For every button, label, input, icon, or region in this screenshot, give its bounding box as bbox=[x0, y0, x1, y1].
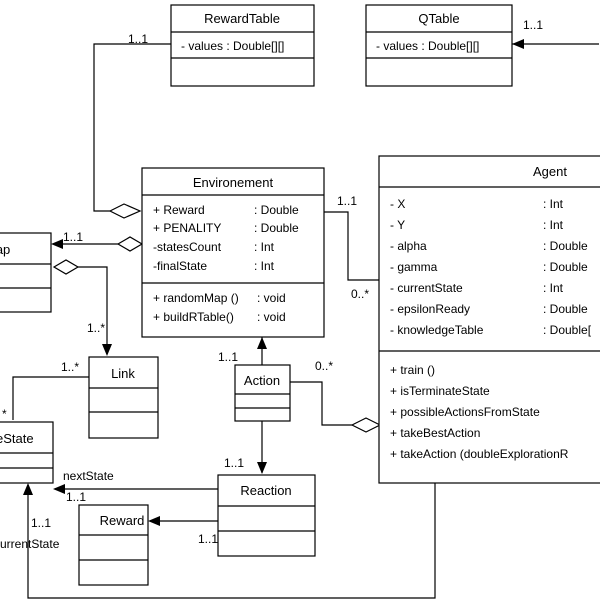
env-method-name: + buildRTable() bbox=[153, 310, 234, 324]
map-name: Map bbox=[0, 242, 10, 257]
action-name: Action bbox=[244, 373, 280, 388]
role-label: urrentState bbox=[0, 537, 60, 551]
agent-attr-type: : Int bbox=[543, 281, 564, 295]
agent-method: + isTerminateState bbox=[390, 384, 490, 398]
env-map-aggregation-diamond bbox=[116, 236, 144, 252]
environement-class: Environement + Reward : Double + PENALIT… bbox=[141, 167, 325, 338]
q-table-class: QTable - values : Double[][] bbox=[365, 4, 513, 87]
multiplicity-label: 0..* bbox=[351, 287, 369, 301]
role-label: nextState bbox=[63, 469, 114, 483]
agent-attr-type: : Double bbox=[543, 302, 588, 316]
map-class: Map bbox=[0, 232, 52, 313]
env-method-name: + randomMap () bbox=[153, 291, 239, 305]
agent-attr-type: : Int bbox=[543, 218, 564, 232]
multiplicity-label: 1..1 bbox=[523, 18, 543, 32]
reaction-name: Reaction bbox=[240, 483, 291, 498]
q-table-name: QTable bbox=[418, 11, 459, 26]
reaction-state-arrowhead bbox=[53, 484, 65, 494]
agent-attr-type: : Double bbox=[543, 260, 588, 274]
env-method-type: : void bbox=[257, 291, 286, 305]
state-class: eState bbox=[0, 421, 54, 484]
multiplicity-label: 1..* bbox=[61, 360, 79, 374]
reaction-reward-arrowhead bbox=[148, 516, 160, 526]
reward-table-name: RewardTable bbox=[204, 11, 280, 26]
agent-method: + train () bbox=[390, 363, 435, 377]
env-attr-name: -finalState bbox=[153, 259, 207, 273]
action-env-arrowhead bbox=[257, 337, 267, 349]
multiplicity-label: 1..1 bbox=[337, 194, 357, 208]
reward-table-class: RewardTable - values : Double[][] bbox=[170, 4, 315, 87]
env-attr-name: -statesCount bbox=[153, 240, 222, 254]
reward-table-attribute: - values : Double[][] bbox=[181, 39, 284, 53]
link-class: Link bbox=[88, 356, 159, 439]
reward-table-aggregation-diamond bbox=[108, 203, 142, 219]
agent-method: + takeBestAction bbox=[390, 426, 480, 440]
multiplicity-label: 1..1 bbox=[198, 532, 218, 546]
agent-attr-name: - X bbox=[390, 197, 405, 211]
env-map-arrowhead bbox=[51, 239, 63, 249]
multiplicity-label: 1..1 bbox=[31, 516, 51, 530]
action-reaction-arrowhead bbox=[257, 462, 267, 474]
env-attr-type: : Int bbox=[254, 259, 275, 273]
multiplicity-label: 1..1 bbox=[66, 490, 86, 504]
multiplicity-label: * bbox=[2, 407, 7, 421]
multiplicity-label: 0..* bbox=[315, 359, 333, 373]
env-attr-type: : Int bbox=[254, 240, 275, 254]
agent-attr-name: - alpha bbox=[390, 239, 427, 253]
reward-class: Reward bbox=[78, 504, 149, 586]
link-name: Link bbox=[111, 366, 135, 381]
multiplicity-label: 1..1 bbox=[63, 230, 83, 244]
agent-state-current-association bbox=[27, 483, 436, 599]
reward-table-association bbox=[93, 43, 171, 212]
action-agent-association bbox=[290, 381, 352, 426]
agent-attr-name: - Y bbox=[390, 218, 405, 232]
map-link-association bbox=[78, 266, 108, 354]
agent-method: + possibleActionsFromState bbox=[390, 405, 540, 419]
q-table-arrowhead bbox=[512, 39, 524, 49]
env-attr-name: + Reward bbox=[153, 203, 205, 217]
env-attr-type: : Double bbox=[254, 221, 299, 235]
env-agent-association bbox=[324, 211, 379, 281]
multiplicity-label: 1..1 bbox=[128, 32, 148, 46]
state-name: eState bbox=[0, 431, 34, 446]
reaction-class: Reaction bbox=[217, 474, 316, 557]
agent-name: Agent bbox=[533, 164, 567, 179]
action-agent-aggregation-diamond bbox=[350, 417, 382, 433]
agent-attr-name: - currentState bbox=[390, 281, 463, 295]
env-attr-type: : Double bbox=[254, 203, 299, 217]
agent-class: Agent - X : Int - Y : Int - alpha : Doub… bbox=[378, 155, 600, 484]
agent-attr-name: - knowledgeTable bbox=[390, 323, 484, 337]
map-link-arrowhead bbox=[102, 344, 112, 356]
env-method-type: : void bbox=[257, 310, 286, 324]
agent-attr-name: - gamma bbox=[390, 260, 438, 274]
environement-name: Environement bbox=[193, 175, 274, 190]
q-table-attribute: - values : Double[][] bbox=[376, 39, 479, 53]
action-class: Action bbox=[234, 364, 291, 422]
link-state-association bbox=[12, 376, 89, 420]
map-link-aggregation-diamond bbox=[52, 259, 80, 275]
agent-attr-name: - epsilonReady bbox=[390, 302, 470, 316]
agent-attr-type: : Double[ bbox=[543, 323, 592, 337]
agent-method: + takeAction (doubleExplorationR bbox=[390, 447, 569, 461]
agent-attr-type: : Int bbox=[543, 197, 564, 211]
agent-state-current-arrowhead bbox=[23, 483, 33, 495]
reward-name: Reward bbox=[100, 513, 145, 528]
multiplicity-label: 1..* bbox=[87, 321, 105, 335]
env-attr-name: + PENALITY bbox=[153, 221, 221, 235]
multiplicity-label: 1..1 bbox=[224, 456, 244, 470]
multiplicity-label: 1..1 bbox=[218, 350, 238, 364]
agent-attr-type: : Double bbox=[543, 239, 588, 253]
